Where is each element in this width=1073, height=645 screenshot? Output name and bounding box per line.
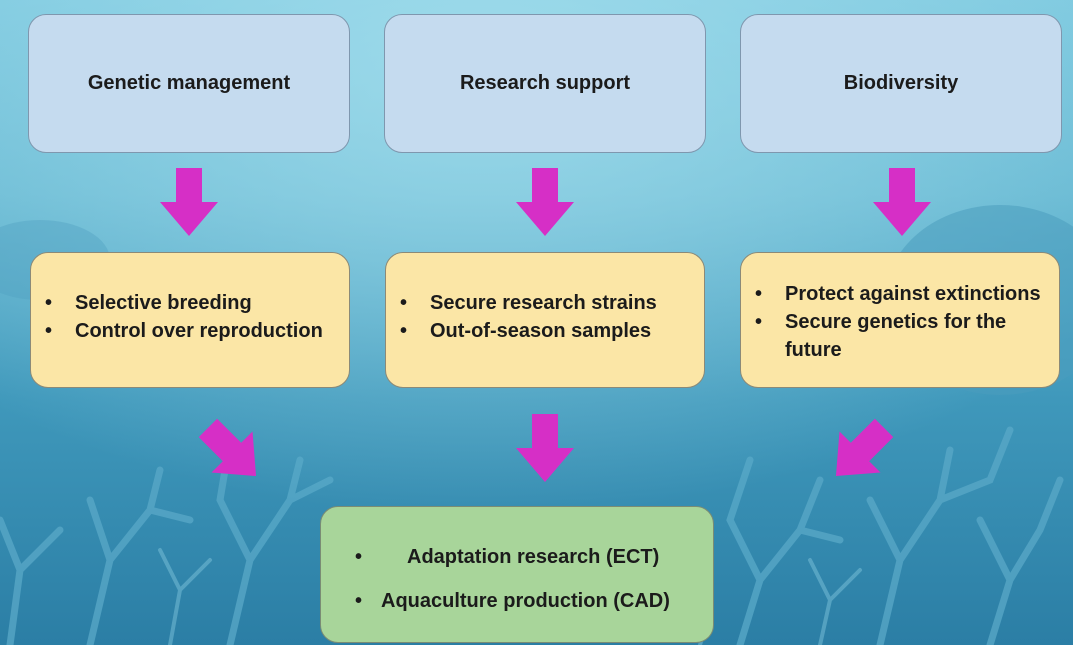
- mid-box-genetic-management: Selective breeding Control over reproduc…: [30, 252, 350, 388]
- list-item: Out-of-season samples: [400, 317, 688, 345]
- bullet-list: Secure research strains Out-of-season sa…: [400, 289, 688, 345]
- mid-box-research-support: Secure research strains Out-of-season sa…: [385, 252, 705, 388]
- list-item: Selective breeding: [45, 289, 333, 317]
- list-item: Secure research strains: [400, 289, 688, 317]
- list-item: Control over reproduction: [45, 317, 333, 345]
- down-arrow-icon: [516, 414, 574, 482]
- list-item: Adaptation research (ECT): [355, 543, 703, 571]
- top-box-label: Genetic management: [87, 72, 291, 94]
- diagonal-arrow-down-right-icon: [198, 418, 257, 477]
- top-box-label: Research support: [459, 72, 631, 94]
- bullet-list: Adaptation research (ECT) Aquaculture pr…: [355, 543, 703, 615]
- top-box-research-support: Research support: [384, 14, 706, 153]
- top-box-biodiversity: Biodiversity: [740, 14, 1062, 153]
- bullet-list: Selective breeding Control over reproduc…: [45, 289, 333, 345]
- bottom-box-outcomes: Adaptation research (ECT) Aquaculture pr…: [320, 506, 714, 643]
- top-box-genetic-management: Genetic management: [28, 14, 350, 153]
- down-arrow-icon: [873, 168, 931, 236]
- diagonal-arrow-down-left-icon: [835, 418, 894, 477]
- list-item: Aquaculture production (CAD): [355, 587, 703, 615]
- top-box-label: Biodiversity: [843, 72, 959, 94]
- list-item: Secure genetics for the: [755, 308, 1043, 336]
- down-arrow-icon: [516, 168, 574, 236]
- bullet-list: Protect against extinctions Secure genet…: [755, 280, 1043, 364]
- mid-box-biodiversity: Protect against extinctions Secure genet…: [740, 252, 1060, 388]
- list-item-continuation: future: [785, 339, 842, 361]
- list-item: Protect against extinctions: [755, 280, 1043, 308]
- down-arrow-icon: [160, 168, 218, 236]
